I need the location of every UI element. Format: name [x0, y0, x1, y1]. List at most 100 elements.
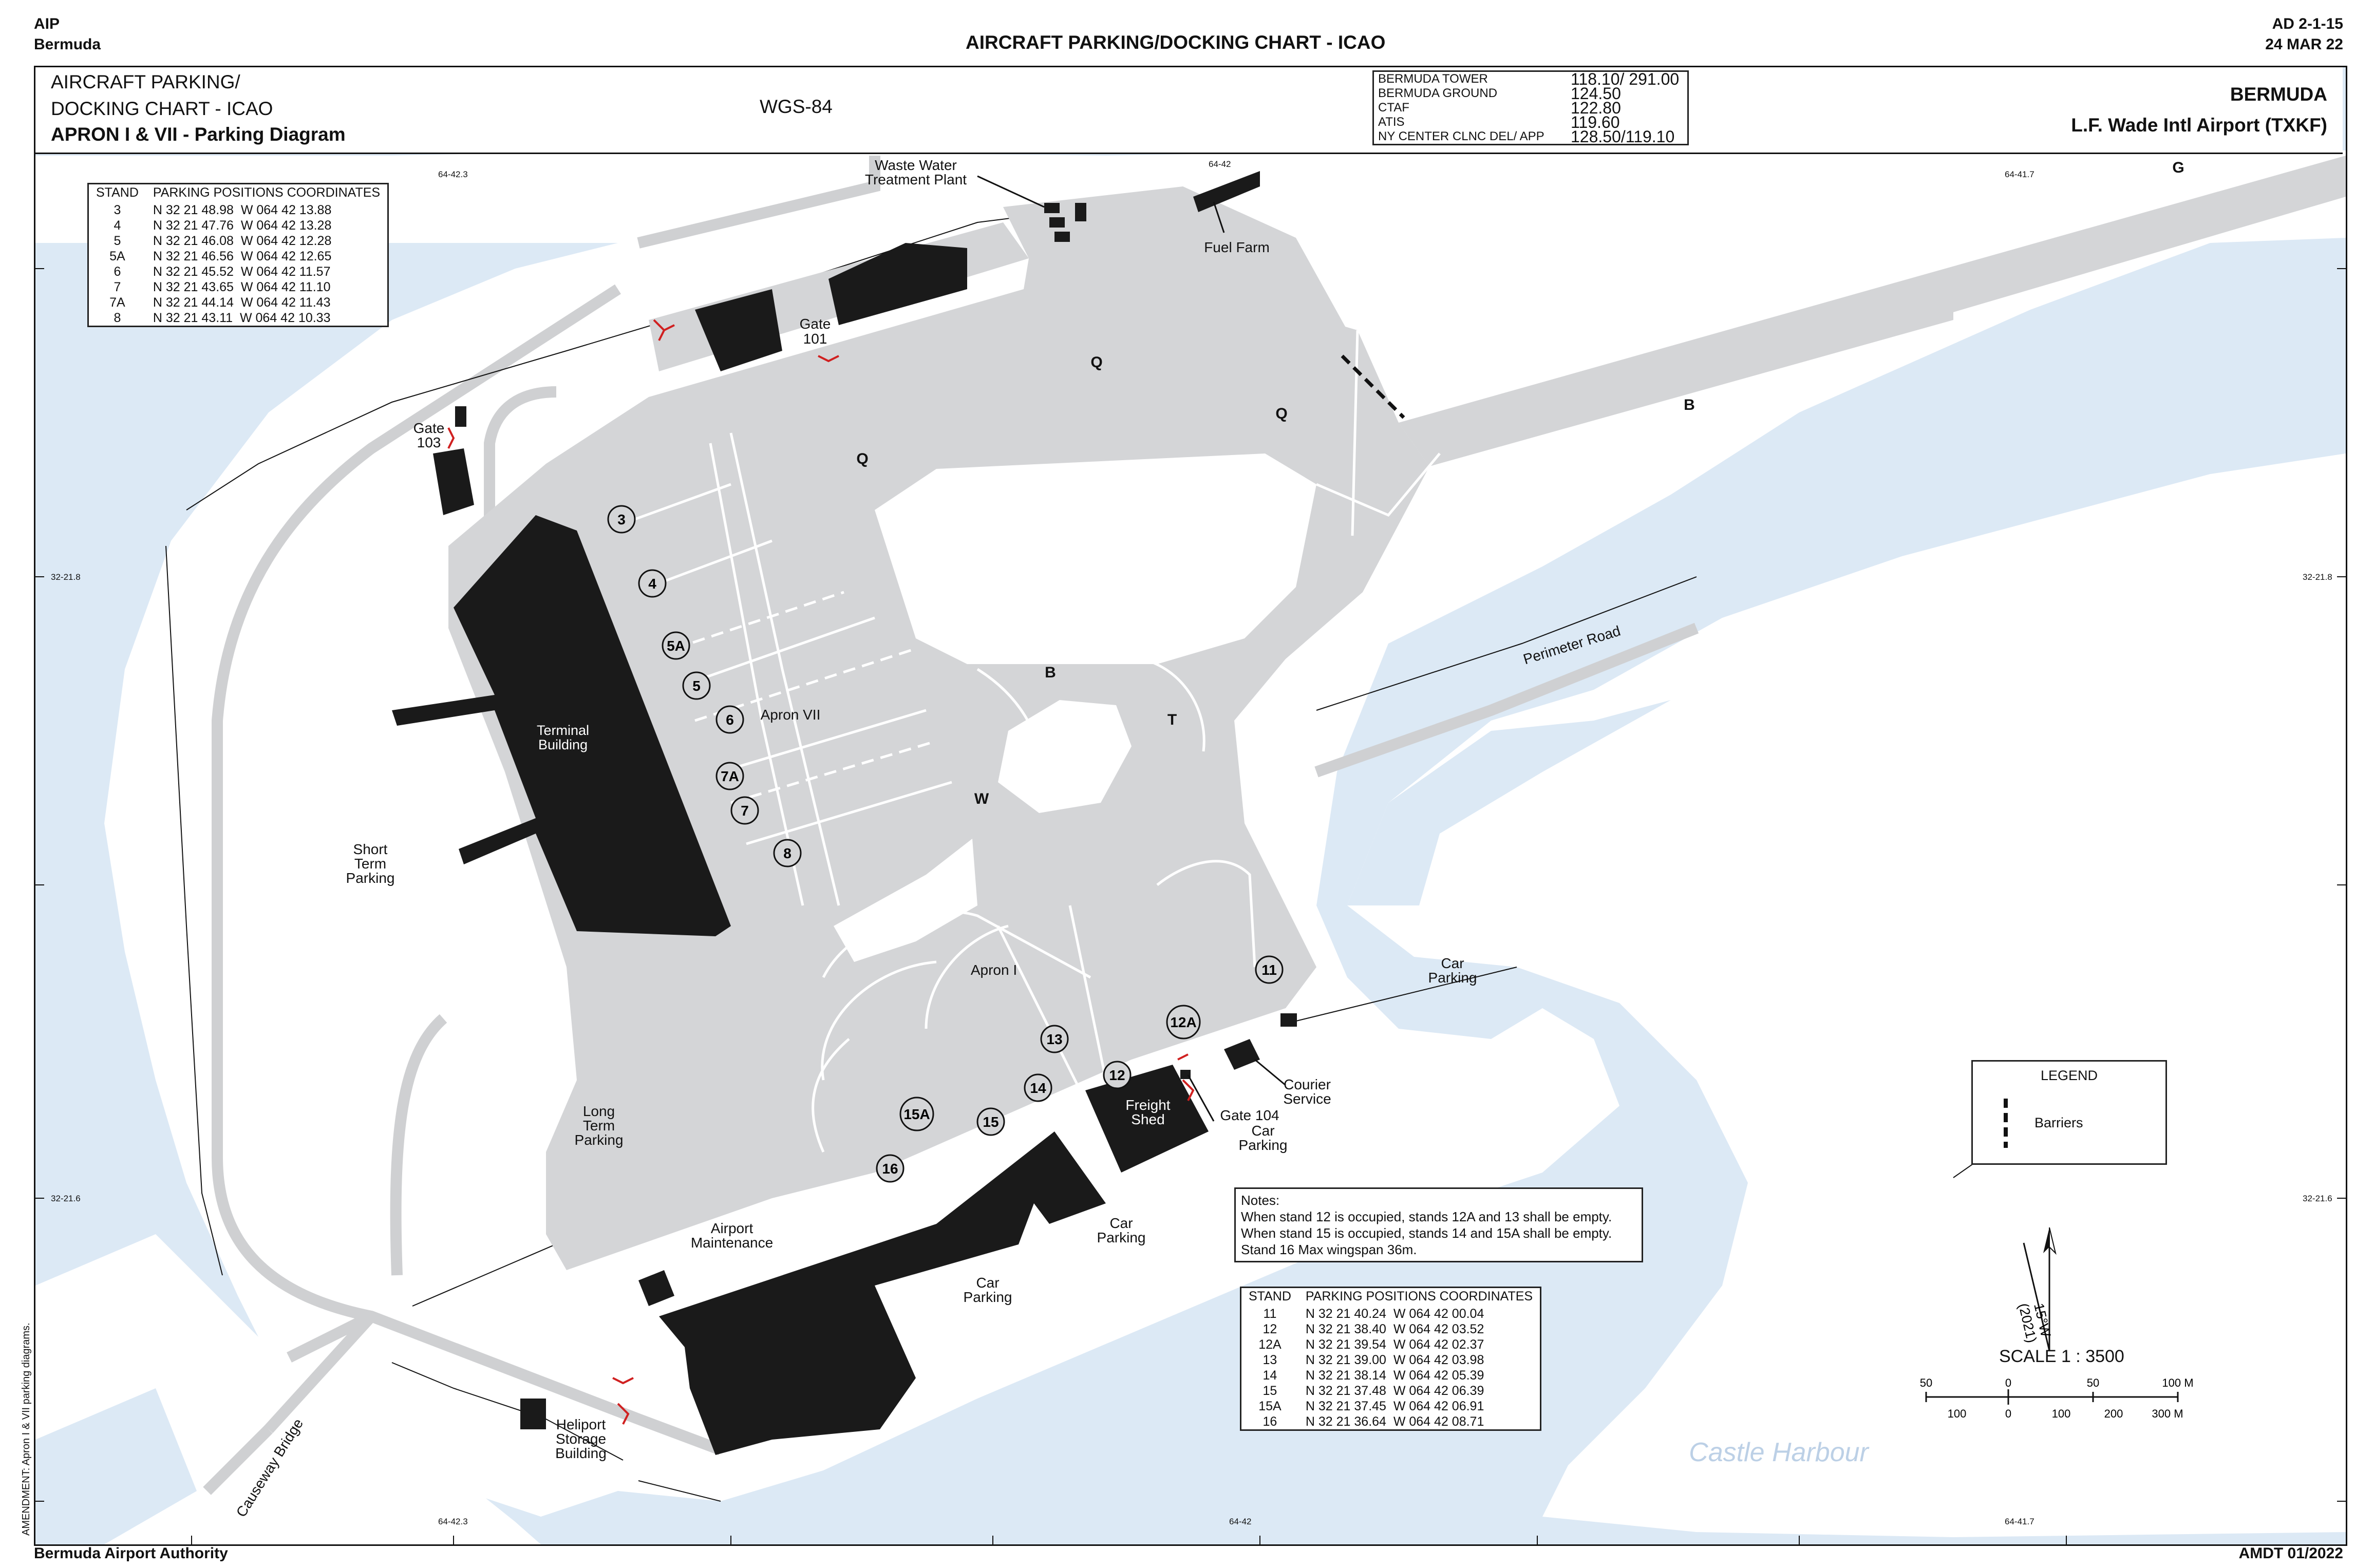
coords-cell: N 32 21 39.00 W 064 42 03.98 — [1305, 1353, 1484, 1367]
stand-number: 5 — [692, 678, 701, 694]
taxiway-q-label-3: Q — [856, 450, 868, 467]
stand-cell: 8 — [114, 311, 121, 325]
gate-104-label: Gate 104 — [1220, 1107, 1279, 1123]
car-parking-label-east: Car — [1441, 955, 1464, 971]
barrier-marks — [1341, 354, 1405, 419]
heliport-label-2: Storage — [556, 1431, 606, 1447]
legend-box: LEGEND Barriers — [1971, 1060, 2167, 1165]
table-row: 13 N 32 21 39.00 W 064 42 03.98 — [1241, 1352, 1540, 1368]
courier-label: Courier — [1284, 1076, 1331, 1092]
table-row: 6 N 32 21 45.52 W 064 42 11.57 — [89, 264, 387, 279]
coords-cell: N 32 21 43.65 W 064 42 11.10 — [153, 280, 331, 294]
stand-cell: 5A — [109, 249, 125, 263]
freq-service: ATIS — [1378, 115, 1405, 129]
car-parking-label-gate-2: Parking — [1239, 1137, 1288, 1153]
taxiway-q-label-1: Q — [1090, 354, 1102, 371]
apron-markings — [617, 330, 1441, 1153]
table-row: 14 N 32 21 38.14 W 064 42 05.39 — [1241, 1368, 1540, 1383]
gate-103-number: 103 — [417, 434, 441, 450]
coords-cell: N 32 21 38.14 W 064 42 05.39 — [1305, 1368, 1484, 1383]
scale-ft-3: 200 — [2104, 1407, 2123, 1420]
scale-bar: 50 0 50 100 M 100 0 100 200 300 M — [1920, 1376, 2193, 1420]
scale-ft-0: 100 — [1948, 1407, 1967, 1420]
scale-m-1: 0 — [2005, 1376, 2011, 1389]
stand-marker-7a: 7A — [715, 762, 744, 790]
scale-m-2: 50 — [2087, 1376, 2099, 1389]
stand-cell: 5 — [114, 234, 121, 248]
notes-line-2: When stand 15 is occupied, stands 14 and… — [1241, 1225, 1612, 1241]
grid-label-lat-upper-left: 32-21.8 — [51, 572, 81, 582]
coords-cell: N 32 21 45.52 W 064 42 11.57 — [153, 265, 331, 279]
waste-water-label: Waste Water — [875, 157, 957, 173]
coords-cell: N 32 21 36.64 W 064 42 08.71 — [1305, 1414, 1484, 1429]
terminal-building — [392, 515, 731, 936]
short-term-label-2: Term — [354, 856, 386, 872]
gate-barriers — [447, 319, 1195, 1425]
courier-label-2: Service — [1283, 1091, 1331, 1107]
grid-label-top-left: 64-42.3 — [438, 169, 468, 179]
stand-marker-16: 16 — [876, 1154, 905, 1183]
perimeter-roads — [203, 156, 1699, 1495]
stand-marker-5: 5 — [682, 671, 711, 700]
grid-labels: 64-42.3 64-42 64-41.7 64-42.3 64-42 64-4… — [51, 159, 2332, 1526]
stand-cell: 6 — [114, 265, 121, 279]
stand-cell: 14 — [1263, 1368, 1277, 1383]
stand-cell: 7A — [109, 295, 125, 310]
freight-label-2: Shed — [1131, 1111, 1164, 1127]
car-parking-label-mid-2: Parking — [1097, 1230, 1146, 1245]
stand-marker-15: 15 — [976, 1107, 1005, 1136]
heliport-label-3: Building — [555, 1445, 607, 1461]
fence-lines — [165, 196, 2005, 1502]
apron-i-label: Apron I — [971, 962, 1017, 978]
coords-cell: N 32 21 44.14 W 064 42 11.43 — [153, 295, 331, 310]
freq-value: 128.50/119.10 — [1571, 127, 1675, 146]
heliport-label: Heliport — [556, 1416, 606, 1432]
car-parking-label-south: Car — [976, 1275, 999, 1291]
castle-harbour-label: Castle Harbour — [1689, 1438, 1870, 1467]
stand-cell: 12A — [1258, 1337, 1282, 1352]
long-term-label-2: Term — [583, 1118, 615, 1134]
stand-cell: 13 — [1263, 1353, 1277, 1367]
grid-label-bottom-right: 64-41.7 — [2005, 1517, 2034, 1526]
freq-value: 124.50 — [1571, 84, 1621, 103]
car-parking-label-east-2: Parking — [1428, 970, 1477, 986]
chart-frame: 64-42.3 64-42 64-41.7 64-42.3 64-42 64-4… — [34, 66, 2347, 1546]
grid-label-lat-lower-left: 32-21.6 — [51, 1194, 81, 1203]
notes-title: Notes: — [1241, 1193, 1280, 1208]
car-parking-label-mid: Car — [1109, 1215, 1133, 1231]
stand-marker-13: 13 — [1040, 1025, 1069, 1053]
stand-marker-12a: 12A — [1166, 1005, 1201, 1040]
stand-number: 8 — [783, 845, 792, 861]
stand-number: 6 — [726, 712, 734, 728]
taxiway-labels: Q Q Q B B T W G — [856, 159, 2184, 807]
grid-label-top-mid: 64-42 — [1209, 159, 1231, 169]
scale-ft-4: 300 M — [2152, 1407, 2183, 1420]
taxiway-w-label: W — [974, 790, 989, 807]
aerodrome-map: 64-42.3 64-42 64-41.7 64-42.3 64-42 64-4… — [35, 67, 2346, 1544]
coords-cell: N 32 21 43.11 W 064 42 10.33 — [153, 311, 331, 325]
stand-number: 7A — [721, 768, 739, 784]
stand-number: 7 — [741, 803, 749, 819]
stand-marker-4: 4 — [638, 569, 667, 598]
coords-cell: N 32 21 37.48 W 064 42 06.39 — [1305, 1384, 1484, 1398]
gate-103-label: Gate — [413, 420, 445, 436]
stand-number: 15A — [903, 1106, 930, 1122]
coords-cell: N 32 21 40.24 W 064 42 00.04 — [1305, 1307, 1484, 1321]
notes-line-1: When stand 12 is occupied, stands 12A an… — [1241, 1209, 1612, 1224]
coords-cell: N 32 21 38.40 W 064 42 03.52 — [1305, 1322, 1484, 1336]
car-parking-label-gate: Car — [1251, 1123, 1274, 1139]
freq-value: 119.60 — [1571, 113, 1620, 131]
taxiway-b-label-2: B — [1045, 664, 1056, 681]
stand-cell: 3 — [114, 203, 121, 217]
table-row: 8 N 32 21 43.11 W 064 42 10.33 — [89, 310, 387, 326]
